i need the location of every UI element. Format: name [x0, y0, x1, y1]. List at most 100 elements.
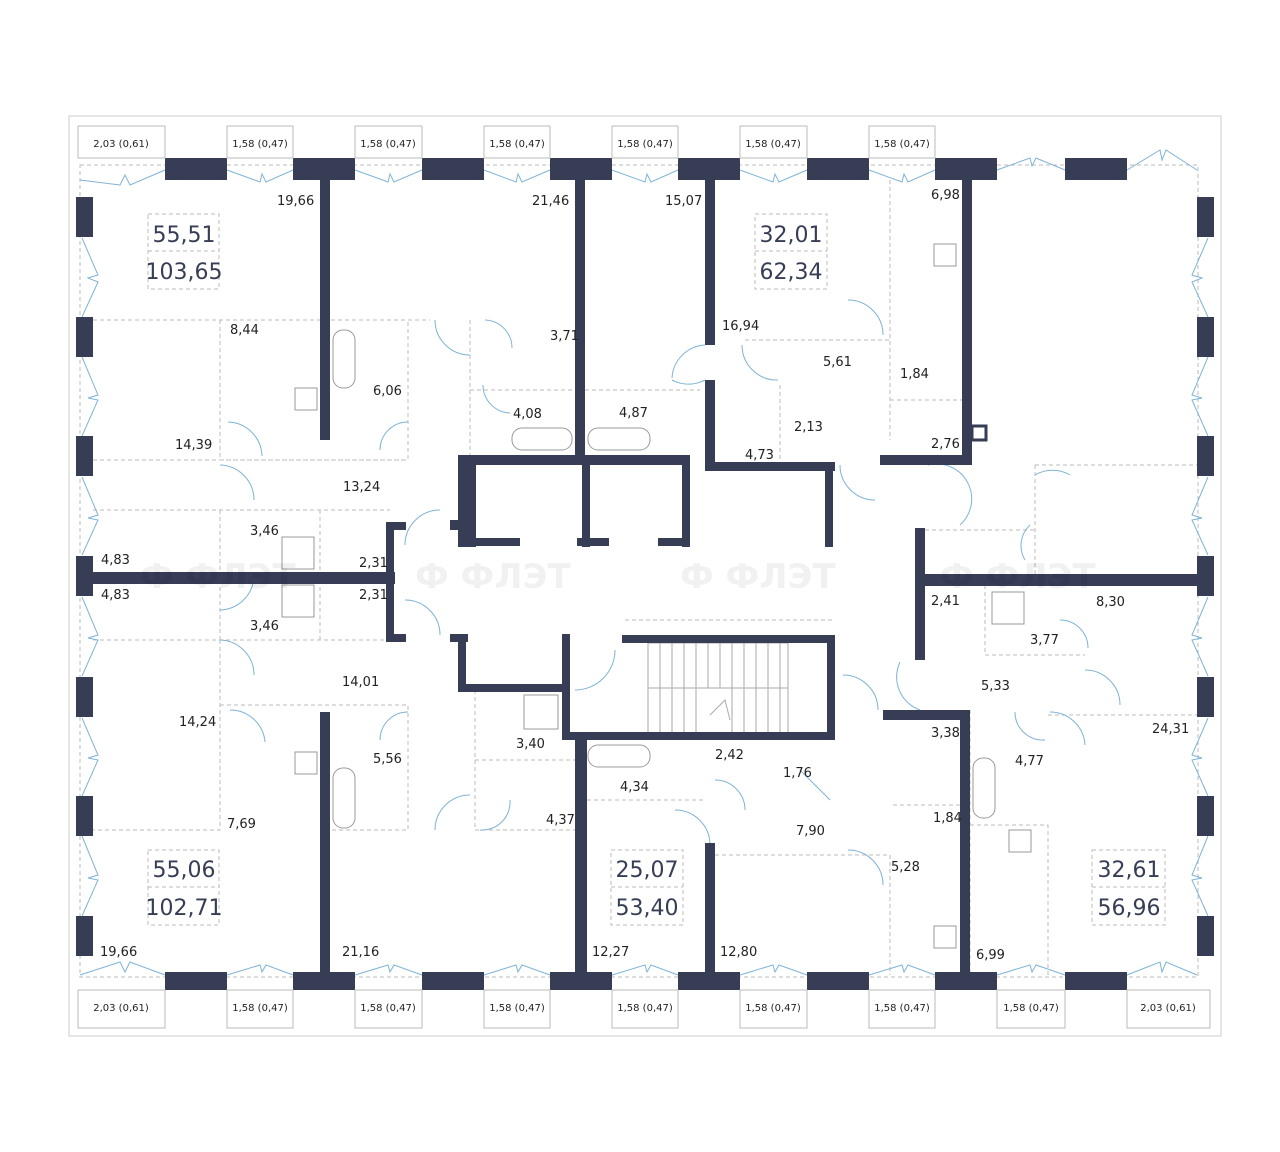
room-area: 5,56: [373, 752, 402, 767]
bathtub-icon: [587, 744, 651, 768]
room-area: 21,16: [342, 945, 379, 960]
room-area: 14,39: [175, 438, 212, 453]
room-area: 2,42: [715, 748, 744, 763]
room-area: 2,31: [359, 556, 388, 571]
room-area: 12,80: [720, 945, 757, 960]
balcony-area: 1,58 (0,47): [489, 139, 545, 150]
svg-text:Ф ФЛЭТ: Ф ФЛЭТ: [415, 557, 571, 597]
balcony-area: 1,58 (0,47): [617, 1003, 673, 1014]
room-area: 8,44: [230, 323, 259, 338]
room-area: 4,73: [745, 448, 774, 463]
room-area: 1,76: [783, 766, 812, 781]
stove-icon: [933, 243, 957, 267]
room-area: 6,06: [373, 384, 402, 399]
room-area: 12,27: [592, 945, 629, 960]
balcony-area: 1,58 (0,47): [874, 139, 930, 150]
apartment-1: 55,51 103,65: [146, 213, 223, 290]
room-area: 1,84: [933, 811, 962, 826]
balcony-area: 1,58 (0,47): [874, 1003, 930, 1014]
apartment-3: 55,06 102,71: [146, 849, 223, 926]
shower-icon: [281, 584, 315, 618]
bathtub-icon: [587, 427, 651, 451]
balcony-area: 1,58 (0,47): [360, 139, 416, 150]
room-area: 6,98: [931, 188, 960, 203]
room-area: 2,13: [794, 420, 823, 435]
bathtub-icon: [511, 427, 573, 451]
balcony-area: 2,03 (0,61): [93, 139, 149, 150]
shower-icon: [281, 536, 315, 570]
room-area: 4,77: [1015, 754, 1044, 769]
balconies-bottom: 2,03 (0,61) 1,58 (0,47) 1,58 (0,47) 1,58…: [77, 989, 1211, 1029]
doors: [219, 299, 1121, 886]
total-area: 102,71: [146, 896, 223, 921]
total-area: 62,34: [760, 260, 823, 285]
room-area: 4,83: [101, 588, 130, 603]
stove-icon: [294, 387, 318, 411]
room-area: 21,46: [532, 194, 569, 209]
room-area: 14,01: [342, 675, 379, 690]
balconies-top: 2,03 (0,61) 1,58 (0,47) 1,58 (0,47) 1,58…: [77, 125, 936, 159]
partitions: [93, 180, 1197, 975]
room-area: 3,38: [931, 726, 960, 741]
living-area: 55,51: [153, 223, 216, 248]
windows: [79, 149, 1209, 976]
shower-icon: [991, 591, 1025, 625]
room-area: 24,31: [1152, 722, 1189, 737]
balcony-area: 2,03 (0,61): [93, 1003, 149, 1014]
balcony-area: 1,58 (0,47): [489, 1003, 545, 1014]
stove-icon: [933, 925, 957, 949]
plan-frame: [68, 115, 1222, 1037]
total-area: 53,40: [616, 896, 679, 921]
walls: [76, 158, 1214, 990]
room-area: 5,61: [823, 355, 852, 370]
room-areas: 19,66 21,46 15,07 6,98 8,44 3,71 16,94 5…: [100, 188, 1189, 963]
room-area: 2,76: [931, 437, 960, 452]
living-area: 32,01: [760, 223, 823, 248]
staircase: [647, 642, 789, 734]
stove-icon: [294, 751, 318, 775]
total-area: 103,65: [146, 260, 223, 285]
room-area: 5,33: [981, 679, 1010, 694]
fixtures: [281, 243, 1032, 949]
bathtub-icon: [332, 329, 356, 389]
apartment-4: 25,07 53,40: [610, 849, 684, 926]
balcony-area: 1,58 (0,47): [232, 139, 288, 150]
room-area: 7,69: [227, 817, 256, 832]
bathtub-icon: [332, 767, 356, 829]
balcony-area: 1,58 (0,47): [1003, 1003, 1059, 1014]
living-area: 32,61: [1098, 858, 1161, 883]
bathtub-icon: [972, 757, 996, 819]
room-area: 3,46: [250, 619, 279, 634]
room-area: 2,31: [359, 588, 388, 603]
balcony-area: 1,58 (0,47): [745, 139, 801, 150]
room-area: 3,71: [550, 329, 579, 344]
balcony-area: 1,58 (0,47): [232, 1003, 288, 1014]
room-area: 4,37: [546, 813, 575, 828]
room-area: 13,24: [343, 480, 380, 495]
total-area: 56,96: [1098, 896, 1161, 921]
balcony-area: 2,03 (0,61): [1140, 1003, 1196, 1014]
svg-text:Ф ФЛЭТ: Ф ФЛЭТ: [680, 557, 836, 597]
room-area: 3,46: [250, 524, 279, 539]
room-area: 1,84: [900, 367, 929, 382]
shower-icon: [523, 694, 559, 730]
svg-text:Ф ФЛЭТ: Ф ФЛЭТ: [940, 557, 1096, 597]
room-area: 4,87: [619, 406, 648, 421]
room-area: 19,66: [277, 194, 314, 209]
room-area: 15,07: [665, 194, 702, 209]
room-area: 2,41: [931, 594, 960, 609]
balcony-area: 1,58 (0,47): [617, 139, 673, 150]
balcony-area: 1,58 (0,47): [745, 1003, 801, 1014]
living-area: 25,07: [616, 858, 679, 883]
room-area: 19,66: [100, 945, 137, 960]
room-area: 3,77: [1030, 633, 1059, 648]
balcony-area: 1,58 (0,47): [360, 1003, 416, 1014]
room-area: 5,28: [891, 860, 920, 875]
room-area: 7,90: [796, 824, 825, 839]
room-area: 3,40: [516, 737, 545, 752]
apartment-areas: 55,51 103,65 32,01 62,34 55,06 102,71 25…: [146, 213, 1166, 926]
room-area: 4,08: [513, 407, 542, 422]
stove-icon: [1008, 829, 1032, 853]
room-area: 8,30: [1096, 595, 1125, 610]
